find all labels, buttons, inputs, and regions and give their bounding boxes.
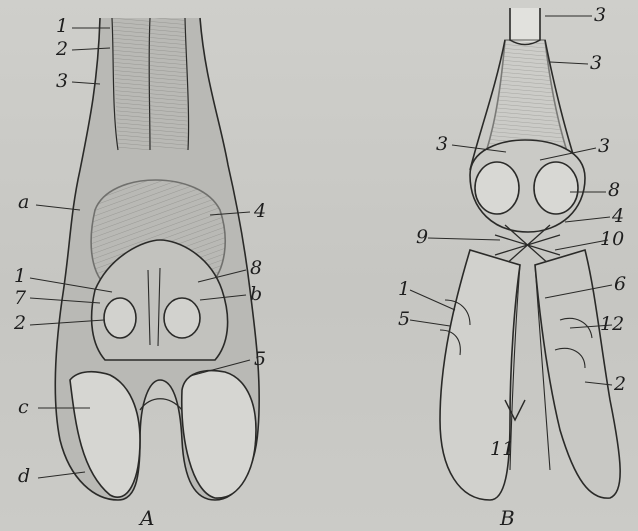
label-a-2: 2 xyxy=(56,40,68,59)
panel-a-drawing xyxy=(55,18,259,500)
label-a-1b: 1 xyxy=(14,267,26,286)
label-b-3c: 3 xyxy=(436,135,448,154)
label-b-2: 2 xyxy=(614,375,626,394)
label-b-11: 11 xyxy=(490,440,514,459)
label-b-6: 6 xyxy=(614,275,626,294)
label-a-b: b xyxy=(250,285,262,304)
label-b-3b: 3 xyxy=(590,54,602,73)
label-a-3: 3 xyxy=(56,72,68,91)
label-b-9: 9 xyxy=(416,228,428,247)
label-a-5: 5 xyxy=(254,350,266,369)
panel-letter-b: B xyxy=(500,508,515,528)
panel-b-shaft xyxy=(510,8,540,45)
label-b-12: 12 xyxy=(600,315,624,334)
label-a-4: 4 xyxy=(254,202,266,221)
label-a-c: c xyxy=(18,398,29,417)
panel-b-drawing xyxy=(440,8,620,500)
label-a-1: 1 xyxy=(56,17,68,36)
label-a-d: d xyxy=(18,467,30,486)
label-b-10: 10 xyxy=(600,230,624,249)
label-b-8: 8 xyxy=(608,181,620,200)
label-b-4: 4 xyxy=(612,207,624,226)
label-b-5: 5 xyxy=(398,310,410,329)
label-a-2b: 2 xyxy=(14,314,26,333)
panel-letter-a: A xyxy=(140,508,154,528)
label-a-a: a xyxy=(18,193,29,212)
panel-b-digit-right xyxy=(535,250,620,498)
label-b-3a: 3 xyxy=(594,6,606,25)
label-a-8: 8 xyxy=(250,259,262,278)
panel-b-digit-left xyxy=(440,250,520,500)
panel-a-sesamoid-right xyxy=(164,298,200,338)
panel-a-sesamoid-left xyxy=(104,298,136,338)
label-a-7: 7 xyxy=(14,289,26,308)
label-b-3d: 3 xyxy=(598,137,610,156)
label-b-1: 1 xyxy=(398,280,410,299)
